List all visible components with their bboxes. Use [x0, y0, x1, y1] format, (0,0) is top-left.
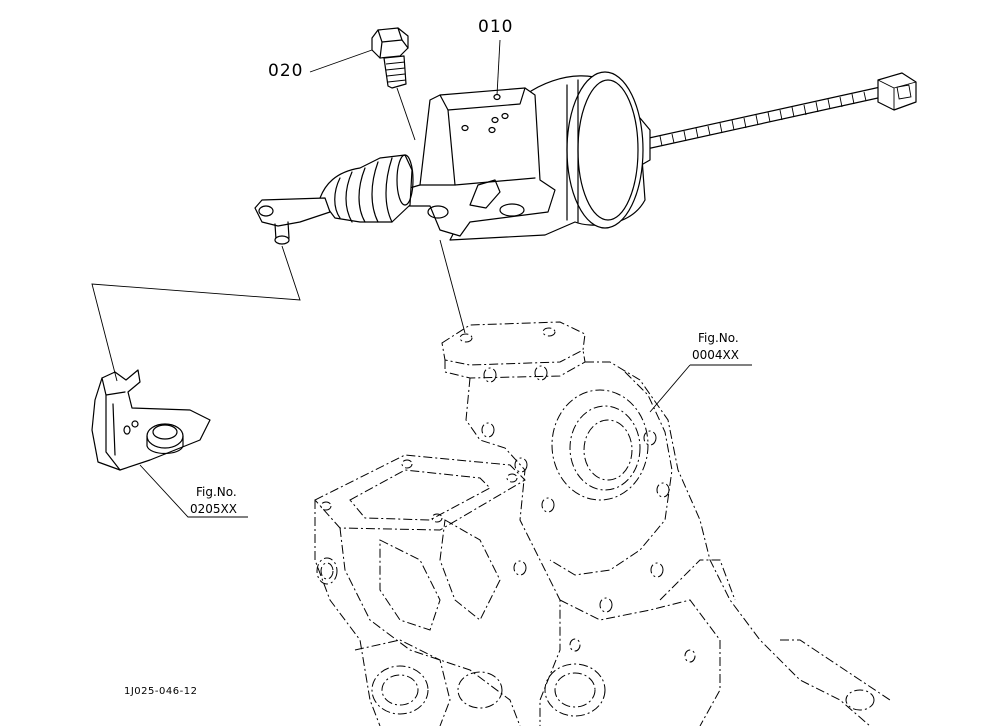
figure-code: 1J025-046-12: [124, 686, 198, 697]
actuator-assembly: [254, 71, 917, 245]
figref-bracket-line2: 0205XX: [190, 502, 237, 516]
gear-case-housing: [314, 321, 891, 726]
callout-020: 020: [268, 61, 304, 81]
figref-bracket-line1: Fig.No.: [196, 485, 237, 499]
bolt: [371, 27, 409, 89]
assembly-lines: [91, 39, 752, 518]
lever-bracket: [91, 369, 211, 471]
figref-gear-case-line2: 0004XX: [692, 348, 739, 362]
callout-010: 010: [478, 17, 514, 37]
figref-gear-case-line1: Fig.No.: [698, 331, 739, 345]
